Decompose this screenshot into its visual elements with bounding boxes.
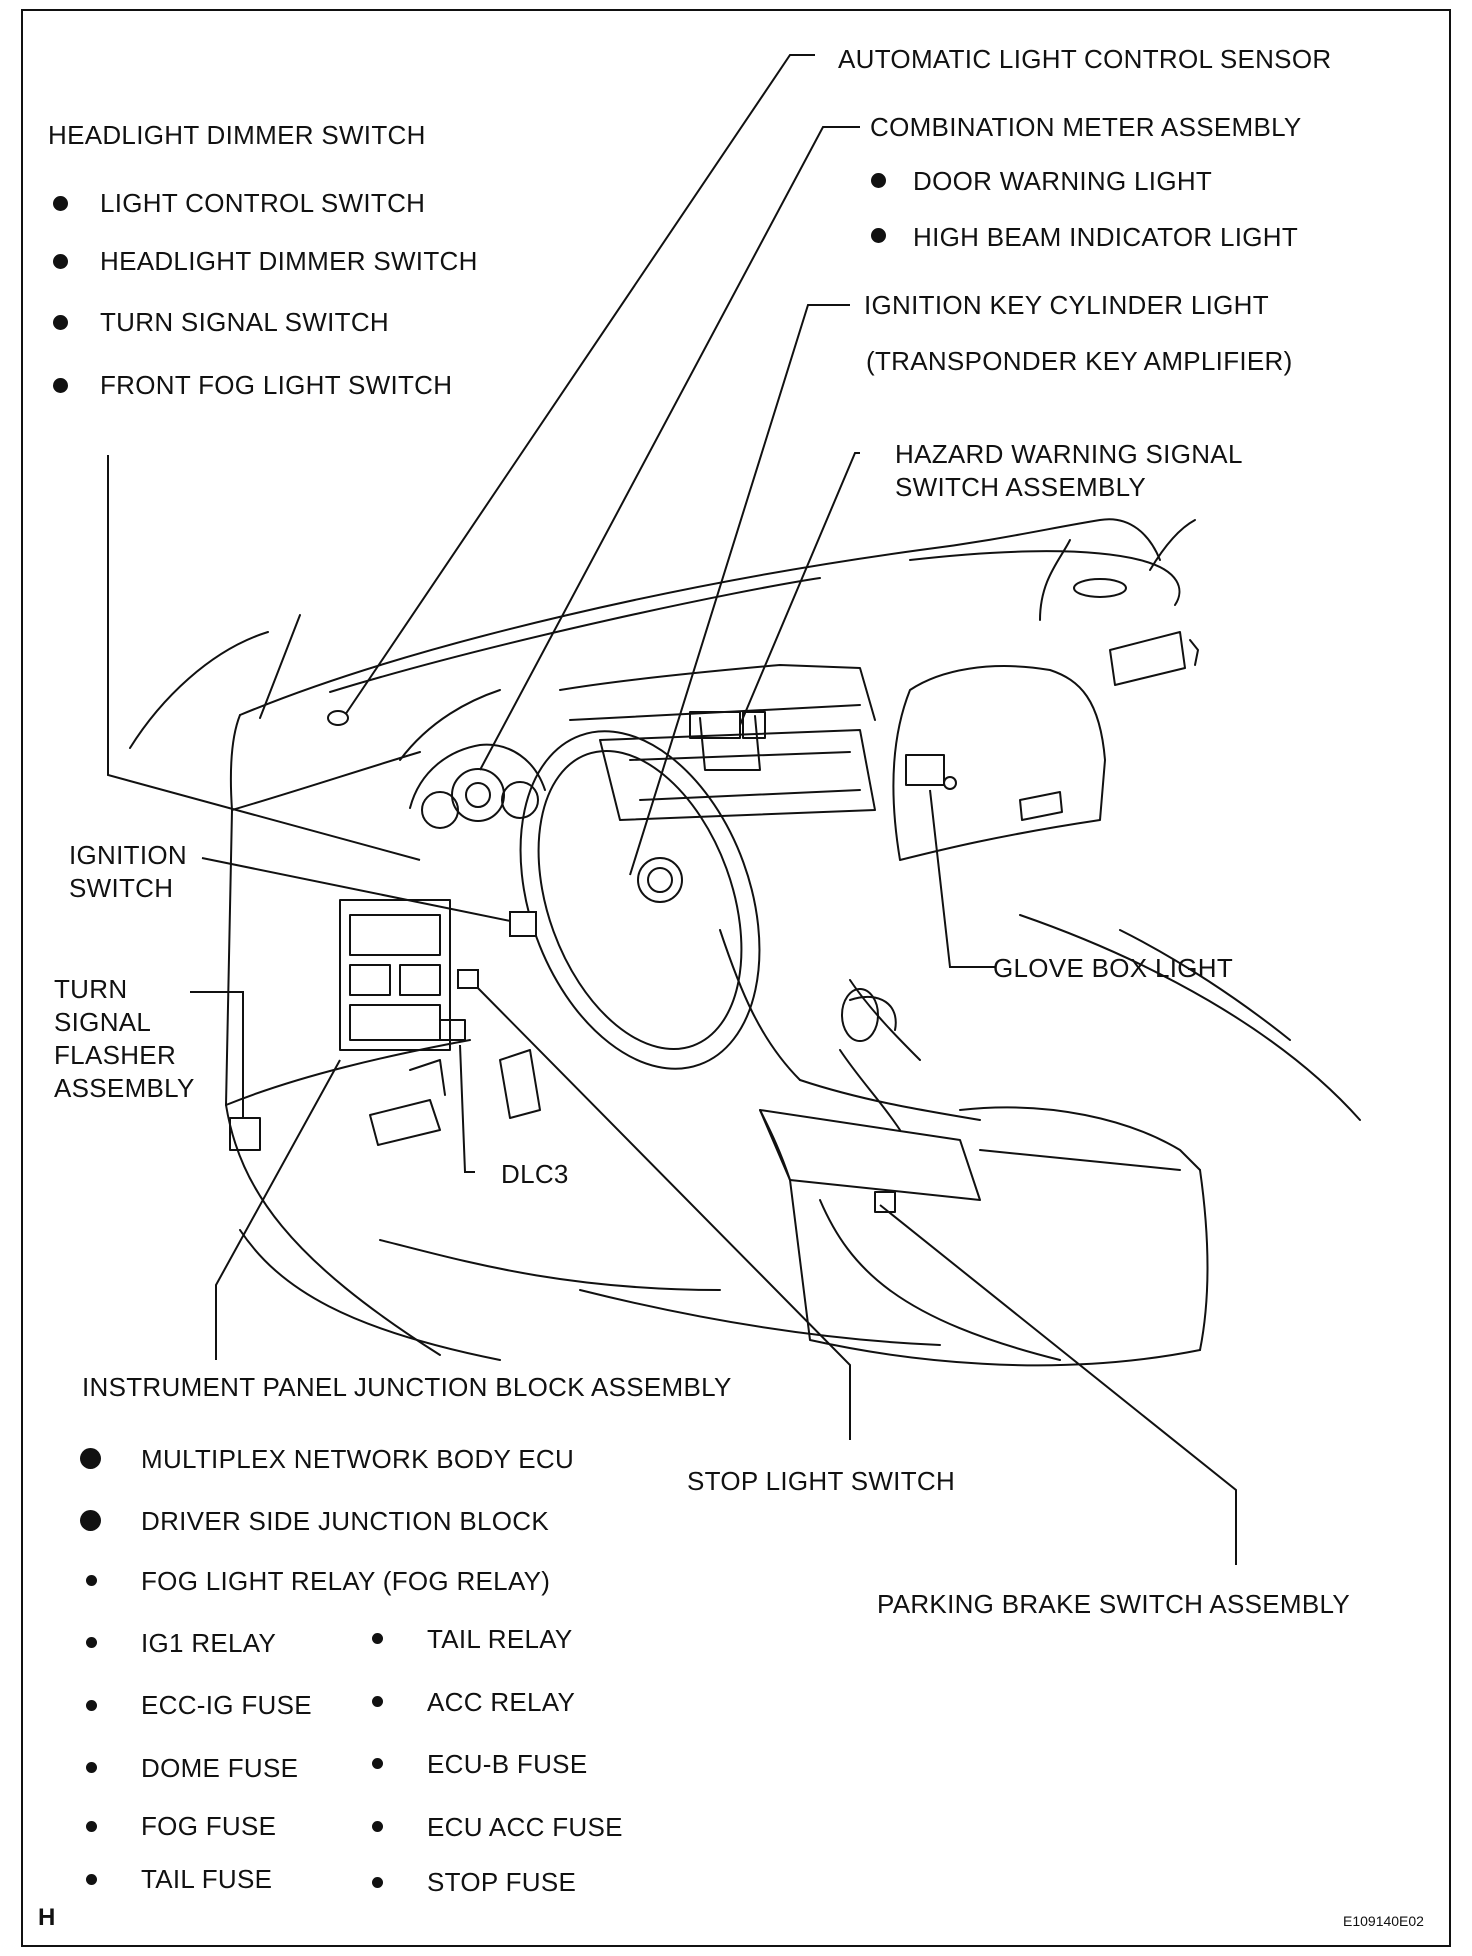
label-front-fog-switch: FRONT FOG LIGHT SWITCH	[100, 370, 453, 400]
bullet	[372, 1758, 383, 1769]
label-dlc3: DLC3	[501, 1159, 569, 1189]
label-glove-box-light: GLOVE BOX LIGHT	[993, 953, 1234, 983]
junction-item: IG1 RELAY	[141, 1628, 277, 1658]
junction-item: ACC RELAY	[427, 1687, 576, 1717]
label-transponder: (TRANSPONDER KEY AMPLIFIER)	[866, 346, 1293, 376]
bullet	[372, 1821, 383, 1832]
junction-item: DOME FUSE	[141, 1753, 299, 1783]
label-turn-signal-flasher: TURN SIGNAL FLASHER ASSEMBLY	[54, 974, 195, 1103]
bullet-large	[80, 1510, 101, 1531]
leader-auto-light-sensor	[344, 54, 815, 716]
ignition-switch-marker	[509, 911, 537, 937]
label-parking-brake: PARKING BRAKE SWITCH ASSEMBLY	[877, 1589, 1350, 1619]
label-high-beam-indicator: HIGH BEAM INDICATOR LIGHT	[913, 222, 1299, 252]
bullet	[86, 1637, 97, 1648]
label-ignition-switch: IGNITION SWITCH	[69, 840, 187, 903]
bullet	[53, 378, 68, 393]
label-hazard-line1: HAZARD WARNING SIGNAL	[895, 439, 1243, 469]
label-ip-junction-block: INSTRUMENT PANEL JUNCTION BLOCK ASSEMBLY	[82, 1372, 732, 1402]
junction-item: FOG LIGHT RELAY (FOG RELAY)	[141, 1566, 551, 1596]
label-door-warning-light: DOOR WARNING LIGHT	[913, 166, 1213, 196]
label-light-control-switch: LIGHT CONTROL SWITCH	[100, 188, 426, 218]
leader-dlc3	[459, 1044, 475, 1173]
bullet	[53, 315, 68, 330]
leader-combination-meter	[479, 126, 860, 771]
corner-letter: H	[38, 1904, 56, 1931]
bullet	[86, 1821, 97, 1832]
leader-turn-flasher	[190, 991, 244, 1118]
leader-glove-box	[929, 789, 996, 968]
bullet	[372, 1633, 383, 1644]
bullet	[372, 1696, 383, 1707]
label-headlight-dimmer-header: HEADLIGHT DIMMER SWITCH	[48, 120, 426, 150]
leader-lines	[107, 54, 1237, 1565]
component-markers	[327, 710, 537, 989]
bullet	[86, 1575, 97, 1586]
dashboard-illustration	[129, 518, 1361, 1367]
leader-ignition-key	[629, 304, 850, 876]
bullet	[86, 1762, 97, 1773]
junction-item: FOG FUSE	[141, 1811, 277, 1841]
junction-item: ECU ACC FUSE	[427, 1812, 623, 1842]
leader-ignition-switch	[201, 857, 531, 926]
label-ignition-key-cylinder: IGNITION KEY CYLINDER LIGHT	[864, 290, 1269, 320]
junction-item: TAIL RELAY	[427, 1624, 573, 1654]
leader-parking-brake	[879, 1204, 1237, 1565]
bullet	[372, 1877, 383, 1888]
junction-item: ECU-B FUSE	[427, 1749, 588, 1779]
leader-hazard	[739, 452, 860, 726]
label-auto-light-sensor: AUTOMATIC LIGHT CONTROL SENSOR	[838, 44, 1332, 74]
auto-light-sensor-marker	[327, 710, 349, 726]
label-stop-light-switch: STOP LIGHT SWITCH	[687, 1466, 956, 1496]
bullet	[86, 1700, 97, 1711]
bullet-large	[80, 1448, 101, 1469]
stop-light-switch-marker	[457, 969, 479, 989]
junction-item: TAIL FUSE	[141, 1864, 273, 1894]
label-headlight-dimmer-item: HEADLIGHT DIMMER SWITCH	[100, 246, 478, 276]
junction-item: STOP FUSE	[427, 1867, 577, 1897]
leader-ip-junction	[215, 1059, 341, 1360]
leader-stop-light	[469, 979, 851, 1440]
label-turn-signal-switch: TURN SIGNAL SWITCH	[100, 307, 390, 337]
leader-headlight-dimmer	[107, 455, 421, 861]
bullet	[86, 1874, 97, 1885]
label-hazard-line2: SWITCH ASSEMBLY	[895, 472, 1147, 502]
junction-item: MULTIPLEX NETWORK BODY ECU	[141, 1444, 575, 1474]
bullet	[53, 196, 68, 211]
bullet	[871, 228, 886, 243]
bullet	[53, 254, 68, 269]
junction-item: DRIVER SIDE JUNCTION BLOCK	[141, 1506, 549, 1536]
bullet	[871, 173, 886, 188]
figure-border	[21, 9, 1451, 1947]
figure-code: E109140E02	[1343, 1913, 1424, 1929]
junction-item: ECC-IG FUSE	[141, 1690, 312, 1720]
label-combination-meter: COMBINATION METER ASSEMBLY	[870, 112, 1302, 142]
